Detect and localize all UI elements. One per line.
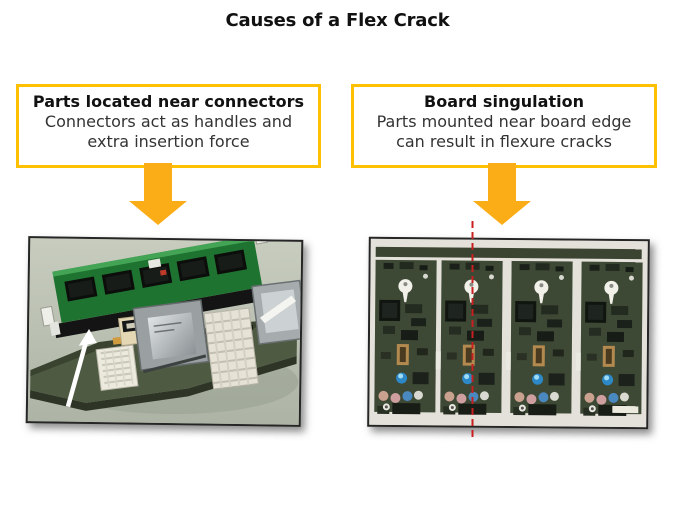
callout-body-line: Parts mounted near board edge: [376, 112, 632, 131]
pcb-connector-photo: [25, 236, 304, 427]
callout-parts-near-connectors: Parts located near connectors Connectors…: [16, 84, 321, 168]
page-title: Causes of a Flex Crack: [225, 10, 450, 31]
callout-body-line: Connectors act as handles and: [44, 112, 293, 131]
board-panel-photo: [367, 236, 650, 430]
down-arrow-icon: [473, 163, 531, 225]
callout-heading: Board singulation: [424, 92, 584, 111]
callout-board-singulation: Board singulation Parts mounted near boa…: [351, 84, 657, 168]
down-arrow-icon: [129, 163, 187, 225]
callout-heading: Parts located near connectors: [32, 92, 305, 111]
callout-body-line: can result in flexure cracks: [396, 132, 612, 151]
callout-body-line: extra insertion force: [87, 132, 250, 151]
